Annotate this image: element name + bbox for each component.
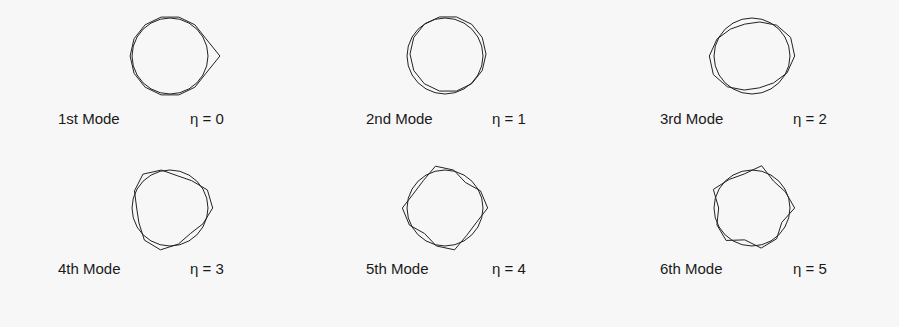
mode-label: 5th Mode [366, 260, 429, 278]
eta-value: η = 5 [793, 260, 827, 278]
eta-value: η = 3 [190, 260, 224, 278]
mode-label: 6th Mode [660, 260, 723, 278]
eta-value: η = 1 [492, 110, 526, 128]
mode-shape [709, 22, 794, 90]
undeformed-circle [132, 170, 208, 246]
undeformed-circle [407, 18, 483, 94]
mode-label: 4th Mode [58, 260, 121, 278]
mode-shape [713, 166, 794, 248]
mode-shape [134, 170, 212, 250]
mode-shape [410, 17, 486, 91]
eta-value: η = 0 [190, 110, 224, 128]
undeformed-circle [714, 18, 790, 94]
mode-label: 3rd Mode [660, 110, 723, 128]
undeformed-circle [407, 170, 483, 246]
mode-label: 1st Mode [58, 110, 120, 128]
mode-shape [402, 166, 487, 250]
eta-value: η = 2 [793, 110, 827, 128]
eta-value: η = 4 [492, 260, 526, 278]
mode-shape [130, 17, 220, 95]
mode-label: 2nd Mode [366, 110, 433, 128]
undeformed-circle [132, 18, 208, 94]
